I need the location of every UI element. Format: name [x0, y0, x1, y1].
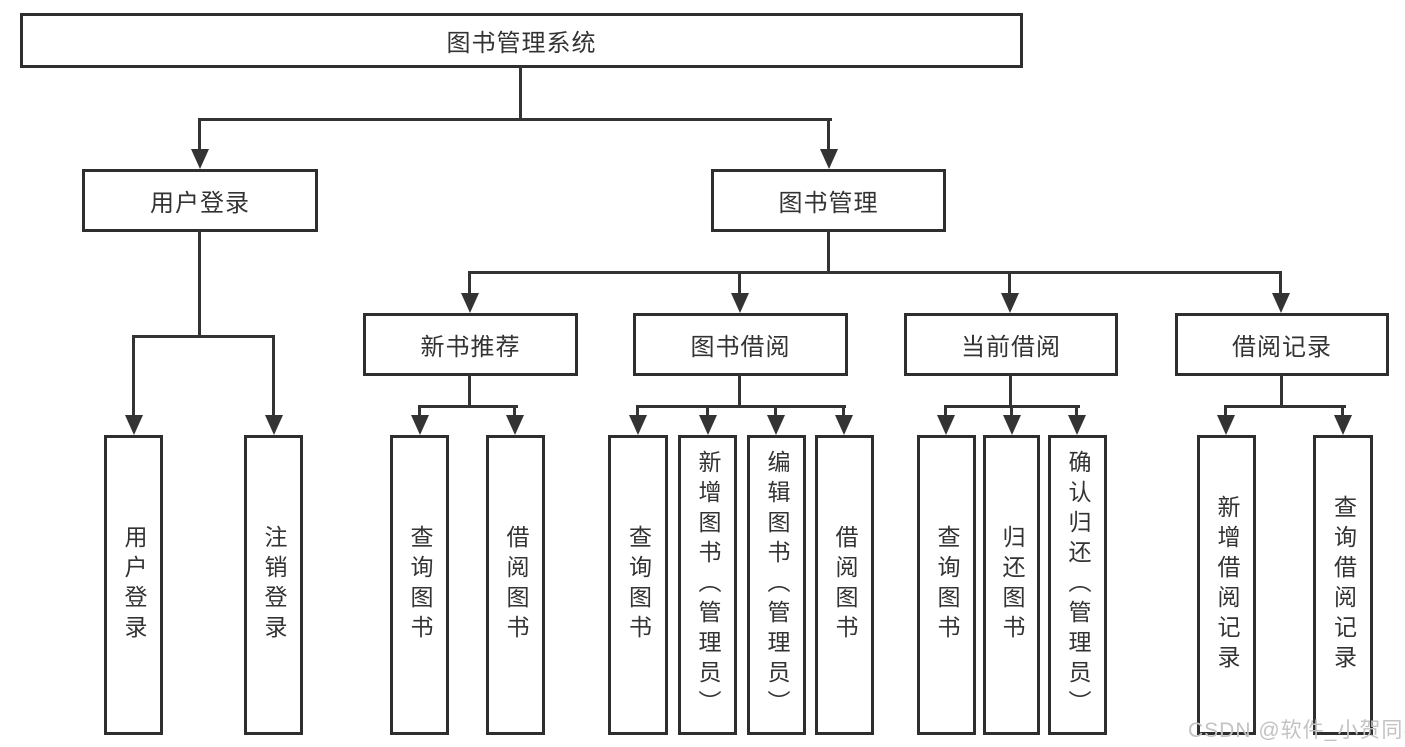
- connector-line: [198, 118, 832, 121]
- connector-line: [468, 271, 1282, 274]
- leaf-label: 借阅图书: [832, 525, 858, 645]
- leaf-confirm-return-admin: 确认归还（管理员）: [1048, 435, 1107, 735]
- node-current-borrow-label: 当前借阅: [961, 334, 1061, 361]
- connector-line: [468, 271, 471, 295]
- node-root: 图书管理系统: [20, 13, 1023, 68]
- connector-arrowhead: [937, 415, 955, 435]
- leaf-label: 确认归还（管理员）: [1065, 450, 1091, 720]
- leaf-add-borrow-record: 新增借阅记录: [1197, 435, 1256, 735]
- connector-line: [1010, 405, 1013, 418]
- connector-arrowhead: [1272, 293, 1290, 313]
- node-user-login: 用户登录: [82, 169, 318, 232]
- connector-line: [636, 405, 639, 418]
- connector-arrowhead: [767, 415, 785, 435]
- connector-line: [1279, 271, 1282, 295]
- connector-line: [636, 405, 846, 408]
- leaf-user-login: 用户登录: [104, 435, 163, 735]
- connector-line: [944, 405, 947, 418]
- node-current-borrow: 当前借阅: [904, 313, 1118, 376]
- connector-arrowhead: [1068, 415, 1086, 435]
- connector-line: [842, 405, 845, 418]
- connector-arrowhead: [506, 415, 524, 435]
- leaf-label: 用户登录: [121, 525, 147, 645]
- leaf-label: 新增图书（管理员）: [695, 450, 721, 720]
- connector-arrowhead: [461, 293, 479, 313]
- leaf-query-books-3: 查询图书: [917, 435, 976, 735]
- node-new-book-recommend: 新书推荐: [363, 313, 578, 376]
- connector-arrowhead: [125, 415, 143, 435]
- leaf-logout: 注销登录: [244, 435, 303, 735]
- leaf-query-books-2: 查询图书: [608, 435, 668, 735]
- connector-line: [827, 230, 830, 274]
- connector-arrowhead: [1217, 415, 1235, 435]
- node-borrow-record: 借阅记录: [1175, 313, 1389, 376]
- connector-arrowhead: [731, 293, 749, 313]
- connector-arrowhead: [411, 415, 429, 435]
- connector-arrowhead: [191, 149, 209, 169]
- connector-arrowhead: [265, 415, 283, 435]
- connector-arrowhead: [1003, 415, 1021, 435]
- leaf-query-borrow-record: 查询借阅记录: [1313, 435, 1373, 735]
- node-book-management: 图书管理: [711, 169, 946, 232]
- connector-line: [513, 405, 516, 418]
- connector-line: [132, 335, 275, 338]
- connector-line: [1280, 374, 1283, 408]
- connector-arrowhead: [820, 149, 838, 169]
- leaf-add-book-admin: 新增图书（管理员）: [678, 435, 737, 735]
- connector-arrowhead: [1334, 415, 1352, 435]
- connector-line: [519, 66, 522, 120]
- leaf-label: 查询图书: [407, 525, 433, 645]
- connector-arrowhead: [629, 415, 647, 435]
- leaf-label: 查询借阅记录: [1330, 495, 1357, 675]
- connector-line: [774, 405, 777, 418]
- node-book-management-label: 图书管理: [778, 190, 879, 217]
- connector-line: [706, 405, 709, 418]
- connector-arrowhead: [699, 415, 717, 435]
- node-borrow-record-label: 借阅记录: [1232, 334, 1332, 361]
- connector-line: [132, 335, 135, 417]
- connector-line: [1008, 271, 1011, 295]
- connector-arrowhead: [1001, 293, 1019, 313]
- connector-line: [198, 230, 201, 338]
- node-book-borrow: 图书借阅: [633, 313, 848, 376]
- leaf-borrow-books-1: 借阅图书: [486, 435, 545, 735]
- csdn-watermark: CSDN @软件_小贺同学: [1188, 719, 1405, 742]
- node-new-book-recommend-label: 新书推荐: [420, 334, 521, 361]
- connector-line: [418, 405, 518, 408]
- node-book-borrow-label: 图书借阅: [690, 334, 791, 361]
- leaf-label: 查询图书: [625, 525, 652, 645]
- leaf-label: 注销登录: [261, 525, 287, 645]
- connector-line: [198, 118, 201, 151]
- leaf-label: 归还图书: [999, 525, 1025, 645]
- leaf-edit-book-admin: 编辑图书（管理员）: [747, 435, 806, 735]
- connector-line: [738, 374, 741, 408]
- leaf-query-books-1: 查询图书: [390, 435, 449, 735]
- leaf-borrow-books-2: 借阅图书: [815, 435, 874, 735]
- node-user-login-label: 用户登录: [150, 190, 250, 217]
- connector-line: [1341, 405, 1344, 418]
- connector-line: [1075, 405, 1078, 418]
- leaf-label: 查询图书: [934, 525, 960, 645]
- connector-line: [1224, 405, 1346, 408]
- connector-line: [272, 335, 275, 417]
- node-root-label: 图书管理系统: [446, 30, 597, 57]
- connector-line: [738, 271, 741, 295]
- connector-line: [1224, 405, 1227, 418]
- connector-line: [827, 118, 830, 151]
- leaf-label: 编辑图书（管理员）: [764, 450, 790, 720]
- connector-line: [418, 405, 421, 418]
- connector-line: [1009, 374, 1012, 408]
- leaf-label: 借阅图书: [503, 525, 529, 645]
- connector-arrowhead: [835, 415, 853, 435]
- leaf-return-book: 归还图书: [983, 435, 1040, 735]
- connector-line: [468, 374, 471, 408]
- leaf-label: 新增借阅记录: [1214, 495, 1240, 675]
